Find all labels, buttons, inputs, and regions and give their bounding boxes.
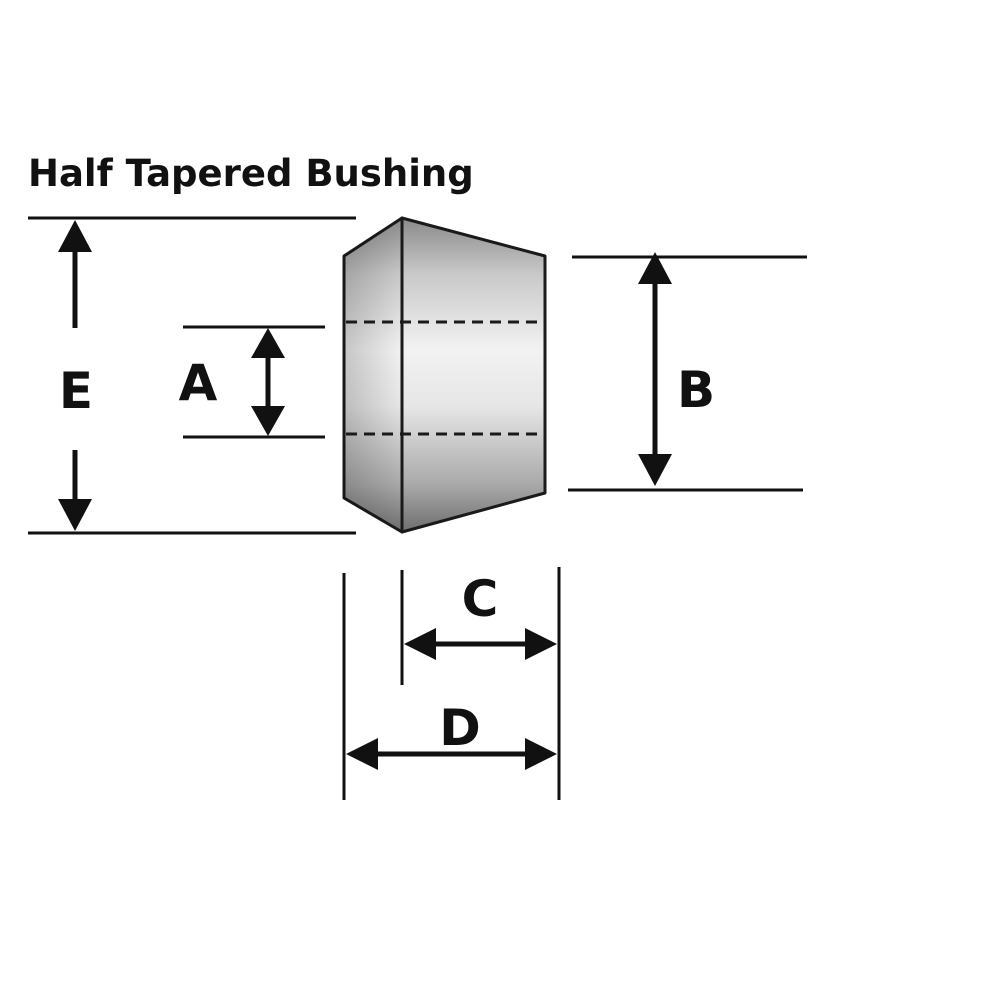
bushing-chamfer-shade — [344, 218, 402, 532]
dimension-b: B — [568, 252, 807, 492]
dimension-d-arrow-right — [525, 738, 557, 770]
bushing-taper-face — [400, 216, 547, 534]
dimension-a-label: A — [179, 354, 218, 412]
dimension-c: C — [400, 567, 561, 800]
diagram-title: Half Tapered Bushing — [28, 152, 474, 195]
dimension-b-arrow-up — [638, 252, 672, 284]
dimension-a: A — [179, 325, 325, 439]
dimension-a-arrow-up — [251, 328, 285, 358]
bushing-body — [342, 216, 547, 534]
dimension-c-label: C — [462, 570, 499, 628]
dimension-a-arrow-down — [251, 406, 285, 436]
dimension-e: E — [28, 216, 356, 535]
dimension-e-label: E — [59, 362, 93, 420]
dimension-b-arrow-down — [638, 454, 672, 486]
dimension-d: D — [342, 573, 557, 800]
dimension-c-arrow-left — [404, 628, 436, 660]
dimension-c-arrow-right — [525, 628, 557, 660]
dimension-d-arrow-left — [346, 738, 378, 770]
dimension-e-arrow-down — [58, 499, 92, 531]
dimension-e-arrow-up — [58, 220, 92, 252]
dimension-d-label: D — [439, 699, 481, 757]
dimension-b-label: B — [677, 361, 715, 419]
